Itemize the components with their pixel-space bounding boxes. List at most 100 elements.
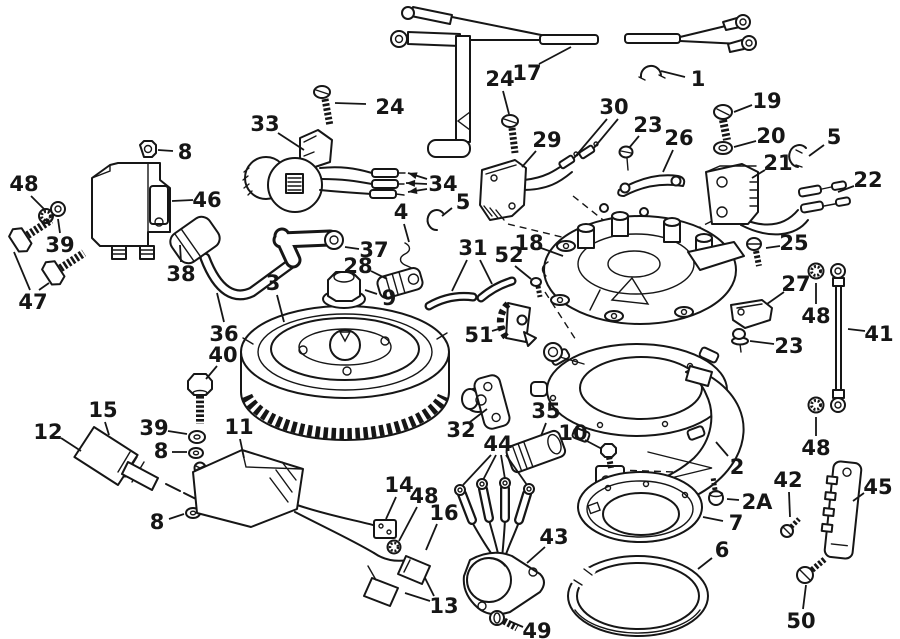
callout-label-30: 30 <box>599 95 628 119</box>
leader-line-44 <box>505 454 528 486</box>
callout-label-41: 41 <box>864 322 893 346</box>
leader-line-52 <box>514 265 532 280</box>
callout-label-23: 23 <box>774 334 803 358</box>
rubber-strip <box>424 276 517 311</box>
leader-line-48 <box>398 506 418 542</box>
callout-label-38: 38 <box>166 262 195 286</box>
callout-label-11: 11 <box>224 415 253 439</box>
callout-label-39: 39 <box>45 233 74 257</box>
callout-label-8: 8 <box>154 439 169 463</box>
leader-line-22 <box>837 185 855 193</box>
terminal-block <box>820 460 863 560</box>
retainer-ring-plate <box>577 471 703 543</box>
leader-line-4 <box>403 223 410 243</box>
leader-line-47 <box>13 251 31 291</box>
screw <box>530 277 543 298</box>
flat-washer <box>50 201 66 217</box>
advance-gear <box>496 301 537 347</box>
callout-label-46: 46 <box>192 188 221 212</box>
leader-line-46 <box>171 199 194 202</box>
leader-line-33 <box>277 132 305 151</box>
callout-label-14: 14 <box>384 473 413 497</box>
callout-label-32: 32 <box>446 418 475 442</box>
connector-boot <box>73 426 197 500</box>
retainer-clip <box>638 65 666 81</box>
power-pack <box>192 449 378 554</box>
callout-label-44: 44 <box>483 432 512 456</box>
leader-line-15 <box>104 421 110 436</box>
spring <box>399 242 418 270</box>
callout-label-20: 20 <box>756 124 785 148</box>
leader-line-51 <box>491 326 506 332</box>
sensor-coil <box>479 141 599 221</box>
leader-line-41 <box>847 328 866 332</box>
leader-line-13 <box>404 592 431 602</box>
callout-label-4: 4 <box>394 200 409 224</box>
leader-line-7 <box>702 516 724 522</box>
callout-label-29: 29 <box>532 128 561 152</box>
callout-label-1: 1 <box>691 67 706 91</box>
snap-ring <box>564 555 709 637</box>
leader-line-45 <box>852 492 865 502</box>
callout-label-45: 45 <box>863 475 892 499</box>
callout-label-18: 18 <box>514 231 543 255</box>
leader-line-36 <box>216 292 225 323</box>
leader-line-3 <box>276 294 285 323</box>
leader-line-10 <box>584 439 603 450</box>
callout-label-23: 23 <box>633 113 662 137</box>
leader-line-21 <box>751 169 766 179</box>
leader-line-50 <box>802 584 807 610</box>
callout-label-39: 39 <box>139 416 168 440</box>
leader-line-30 <box>573 118 608 159</box>
leader-line-26 <box>662 149 674 173</box>
callout-label-27: 27 <box>781 272 810 296</box>
leader-line-20 <box>733 140 757 148</box>
leader-line-8 <box>168 513 185 520</box>
callout-label-6: 6 <box>715 538 730 562</box>
leader-line-28 <box>370 270 388 280</box>
stator <box>541 203 745 325</box>
callout-label-5: 5 <box>456 190 471 214</box>
leader-line-13 <box>424 577 435 597</box>
leader-line-32 <box>469 408 488 423</box>
callout-label-25: 25 <box>779 231 808 255</box>
callout-label-8: 8 <box>150 510 165 534</box>
leader-line-16 <box>425 523 438 551</box>
callout-label-48: 48 <box>801 304 830 328</box>
callout-label-34: 34 <box>428 172 457 196</box>
leader-line-25 <box>765 245 781 249</box>
lock-washer <box>386 539 402 555</box>
callout-label-28: 28 <box>343 254 372 278</box>
leader-line-9 <box>364 289 378 295</box>
hex-nut <box>139 140 157 158</box>
leader-line-43 <box>526 546 546 564</box>
bolt <box>713 104 733 141</box>
ignition-coil <box>91 162 171 260</box>
screw <box>780 517 801 538</box>
callout-label-21: 21 <box>763 151 792 175</box>
leader-line-39 <box>167 430 188 435</box>
screw <box>731 328 749 353</box>
leader-line-24 <box>502 90 510 115</box>
callout-label-36: 36 <box>209 322 238 346</box>
callout-label-37: 37 <box>359 238 388 262</box>
screw <box>618 145 634 171</box>
screw <box>796 556 827 584</box>
link-rod <box>830 263 846 413</box>
leader-line-44 <box>462 454 492 486</box>
callout-label-51: 51 <box>464 323 493 347</box>
callout-label-35: 35 <box>531 399 560 423</box>
support-plate <box>530 342 728 443</box>
lock-washer <box>38 208 54 224</box>
leader-line-39 <box>57 218 61 234</box>
flat-washer <box>713 141 733 155</box>
leader-arrow-34 <box>408 172 418 180</box>
leader-line-14 <box>385 496 397 520</box>
callout-label-47: 47 <box>18 290 47 314</box>
leader-line-38 <box>179 244 182 263</box>
screw <box>600 443 617 469</box>
leader-line-49 <box>508 620 524 628</box>
wire-harness <box>390 6 757 158</box>
